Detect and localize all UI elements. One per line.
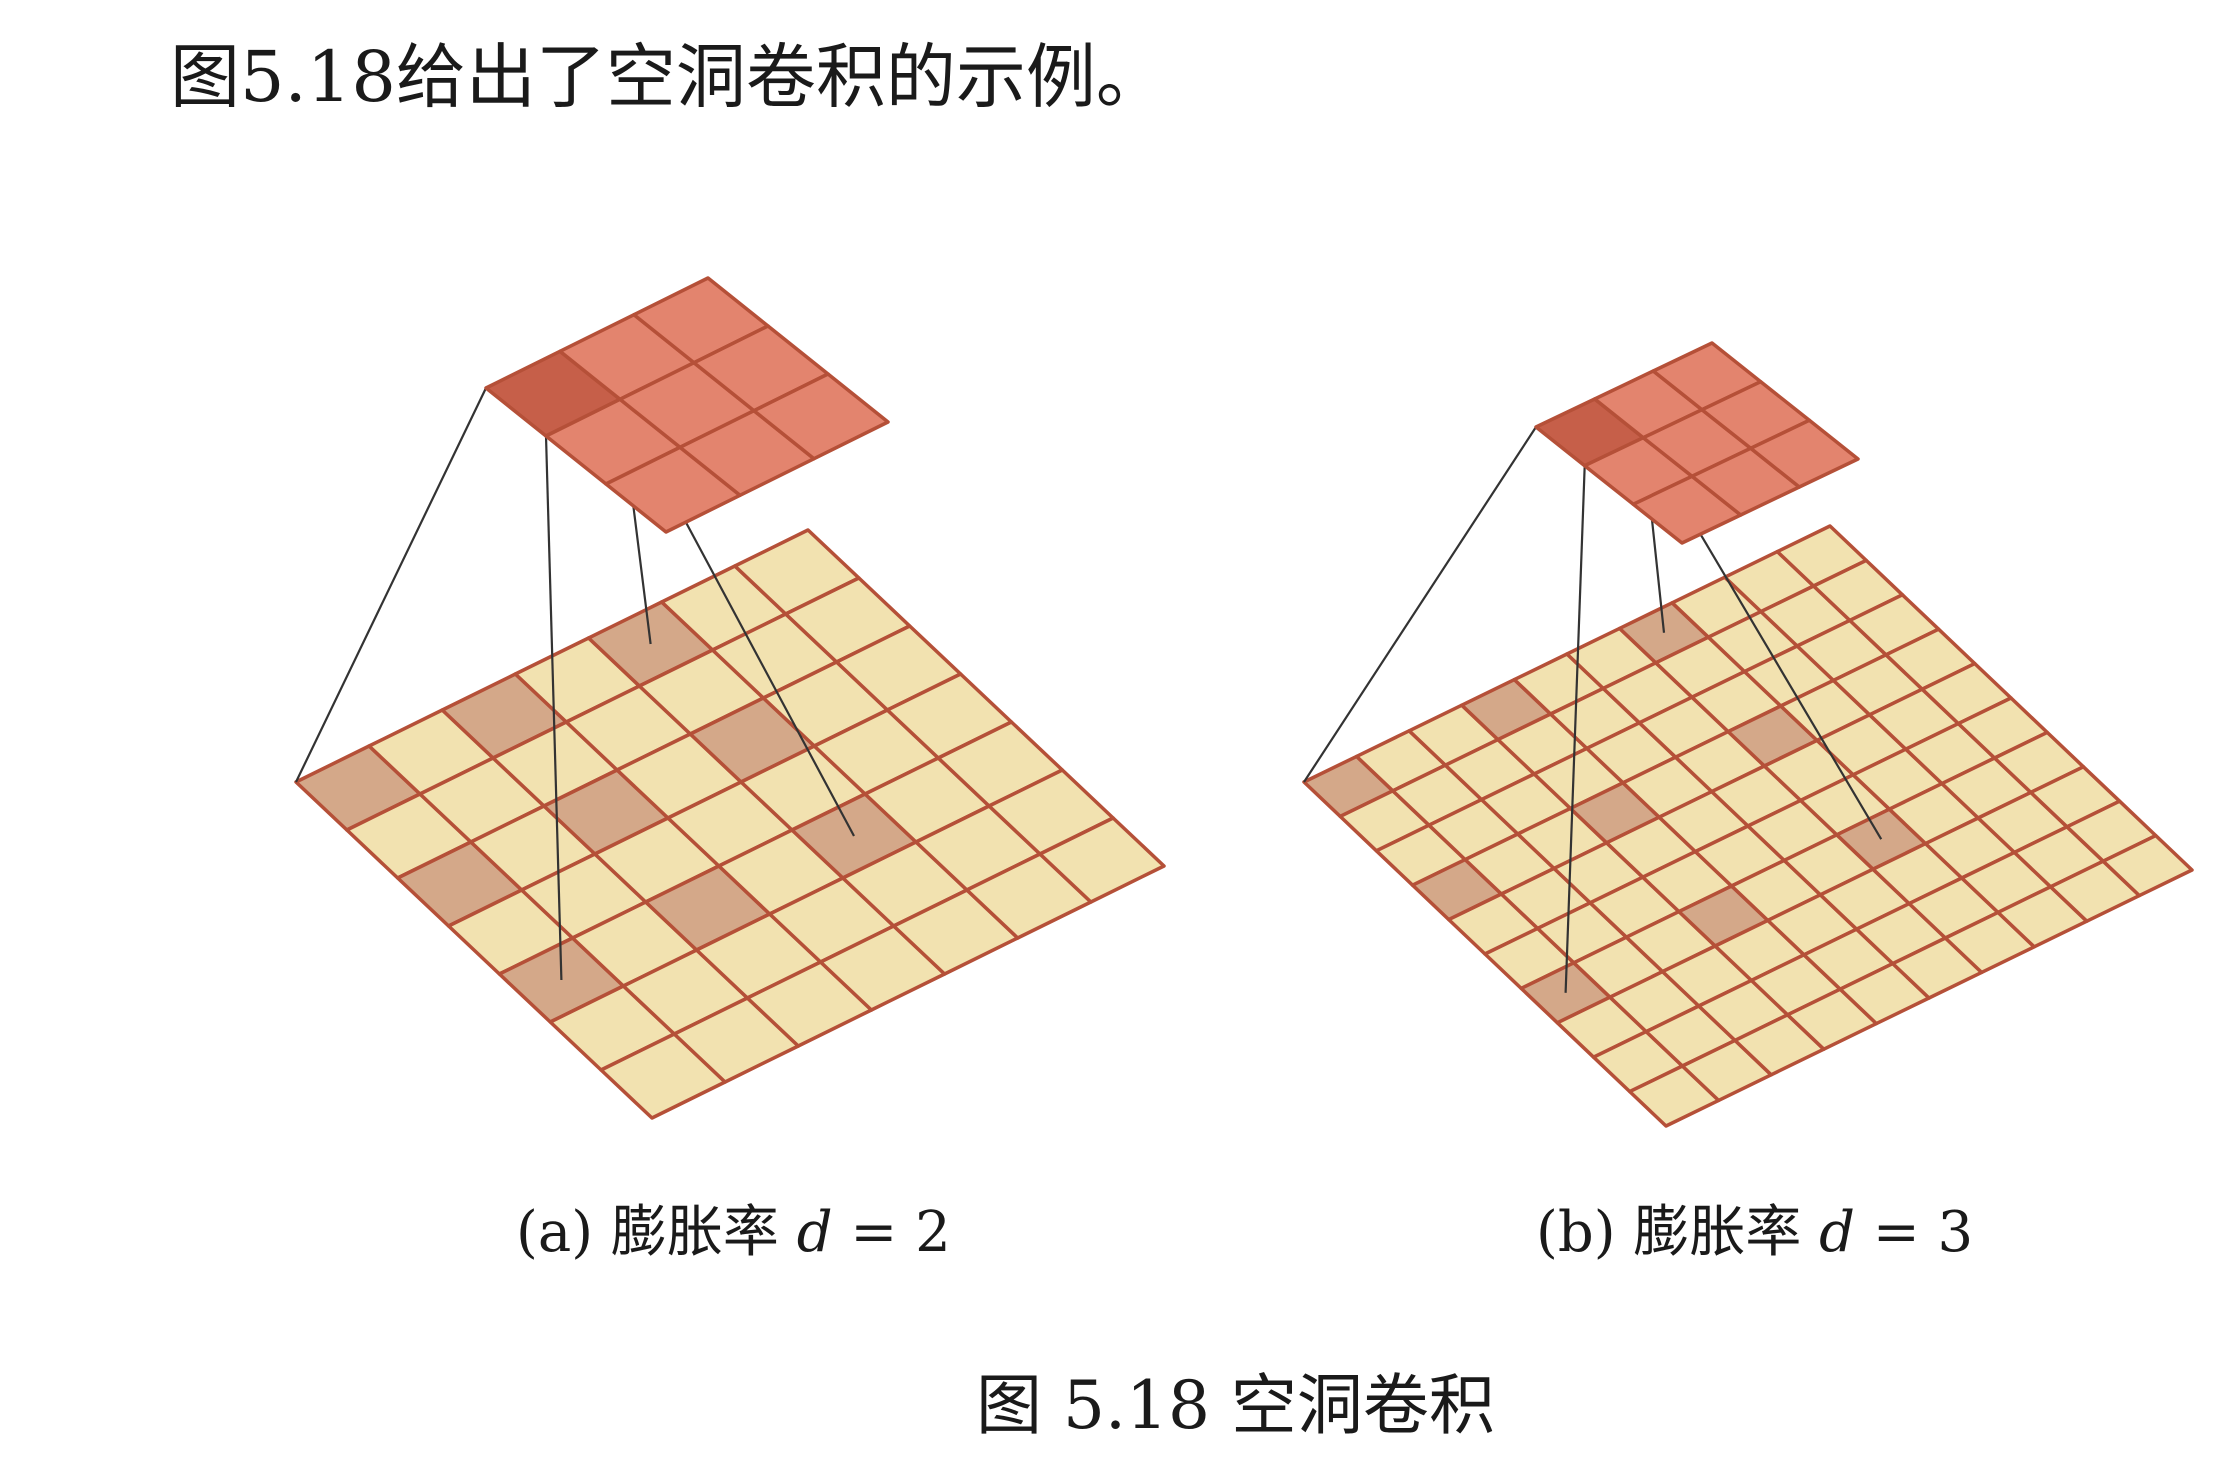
subcaption-a-equation: = 2 bbox=[832, 1200, 951, 1265]
input-cell bbox=[1038, 816, 1166, 904]
projection-line bbox=[1564, 465, 1586, 993]
subcaption-b-prefix: (b) 膨胀率 bbox=[1536, 1200, 1802, 1265]
figure-caption: 图 5.18 空洞卷积 bbox=[976, 1367, 1495, 1444]
subcaption-b: (b) 膨胀率 d = 3 bbox=[1536, 1198, 1973, 1268]
input-cell bbox=[2101, 833, 2194, 898]
projection-line bbox=[1303, 426, 1537, 783]
panel-b-dilation-3 bbox=[1302, 341, 2194, 1128]
projection-line bbox=[544, 435, 563, 981]
subcaption-b-equation: = 3 bbox=[1855, 1200, 1974, 1265]
subcaption-b-variable: d bbox=[1819, 1200, 1856, 1265]
intro-text: 图5.18给出了空洞卷积的示例。 bbox=[170, 36, 1166, 118]
panel-a-dilation-2 bbox=[294, 276, 1166, 1120]
subcaption-a: (a) 膨胀率 d = 2 bbox=[516, 1198, 951, 1268]
subcaption-a-prefix: (a) 膨胀率 bbox=[516, 1200, 779, 1265]
kernel-cell bbox=[1748, 418, 1860, 489]
projection-line bbox=[295, 387, 487, 783]
kernel-cell bbox=[752, 372, 890, 461]
subcaption-a-variable: d bbox=[796, 1200, 833, 1265]
